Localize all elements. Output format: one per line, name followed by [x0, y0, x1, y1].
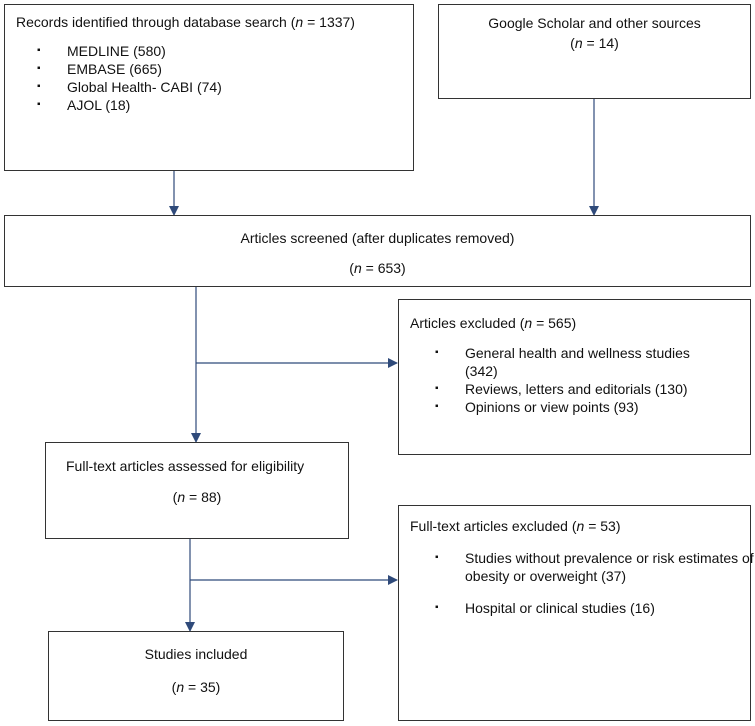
records-title-suffix: = 1337) — [303, 14, 355, 30]
other-sources-box: Google Scholar and other sources (n = 14… — [438, 4, 751, 99]
excluded-n-symbol: n — [524, 315, 533, 331]
fulltext-count: (n = 88) — [172, 489, 222, 505]
excluded-reason-item: Reviews, letters and editorials (130) — [435, 380, 735, 398]
excluded-title-prefix: Articles excluded ( — [410, 315, 525, 331]
included-count: (n = 35) — [171, 679, 221, 695]
records-identified-box: Records identified through database sear… — [4, 4, 414, 171]
fulltext-excluded-title-suffix: = 53) — [584, 518, 621, 534]
included-count-text: = 35) — [184, 679, 221, 695]
fulltext-excluded-reason-item: Hospital or clinical studies (16) — [435, 599, 735, 617]
records-title: Records identified through database sear… — [16, 14, 355, 31]
fulltext-assessed-box: Full-text articles assessed for eligibil… — [45, 442, 349, 539]
included-title: Studies included — [144, 646, 248, 662]
fulltext-excluded-n-symbol: n — [576, 518, 585, 534]
other-sources-count: (n = 14) — [570, 35, 619, 51]
records-source-item: MEDLINE (580) — [37, 42, 222, 60]
other-sources-count-text: = 14) — [582, 35, 619, 51]
records-source-item: Global Health- CABI (74) — [37, 78, 222, 96]
other-sources-title: Google Scholar and other sources — [488, 15, 701, 31]
records-n-symbol: n — [295, 14, 304, 30]
fulltext-title: Full-text articles assessed for eligibil… — [66, 458, 305, 474]
records-source-item: EMBASE (665) — [37, 60, 222, 78]
other-sources-n-symbol: n — [574, 35, 583, 51]
screened-count: (n = 653) — [349, 260, 406, 276]
fulltext-excluded-reasons-list: Studies without prevalence or risk estim… — [435, 549, 754, 617]
fulltext-excluded-title: Full-text articles excluded (n = 53) — [410, 518, 621, 535]
excluded-title: Articles excluded (n = 565) — [410, 315, 576, 332]
records-source-item: AJOL (18) — [37, 96, 222, 114]
included-n-symbol: n — [176, 679, 185, 695]
fulltext-excluded-title-prefix: Full-text articles excluded ( — [410, 518, 577, 534]
studies-included-box: Studies included (n = 35) — [48, 631, 344, 721]
screened-count-text: = 653) — [361, 260, 406, 276]
excluded-reasons-list: General health and wellness studies (342… — [435, 344, 735, 416]
articles-excluded-box: Articles excluded (n = 565) General heal… — [398, 299, 751, 455]
screened-n-symbol: n — [353, 260, 362, 276]
excluded-title-suffix: = 565) — [532, 315, 577, 331]
excluded-reason-item: General health and wellness studies (342… — [435, 344, 705, 380]
articles-screened-box: Articles screened (after duplicates remo… — [4, 215, 751, 287]
fulltext-excluded-reason-item: Studies without prevalence or risk estim… — [435, 549, 755, 585]
excluded-reason-item: Opinions or view points (93) — [435, 398, 735, 416]
fulltext-n-symbol: n — [177, 489, 186, 505]
screened-title: Articles screened (after duplicates remo… — [240, 230, 515, 246]
records-source-list: MEDLINE (580) EMBASE (665) Global Health… — [37, 42, 222, 114]
records-title-prefix: Records identified through database sear… — [16, 14, 296, 30]
fulltext-count-text: = 88) — [185, 489, 222, 505]
fulltext-excluded-box: Full-text articles excluded (n = 53) Stu… — [398, 505, 754, 721]
